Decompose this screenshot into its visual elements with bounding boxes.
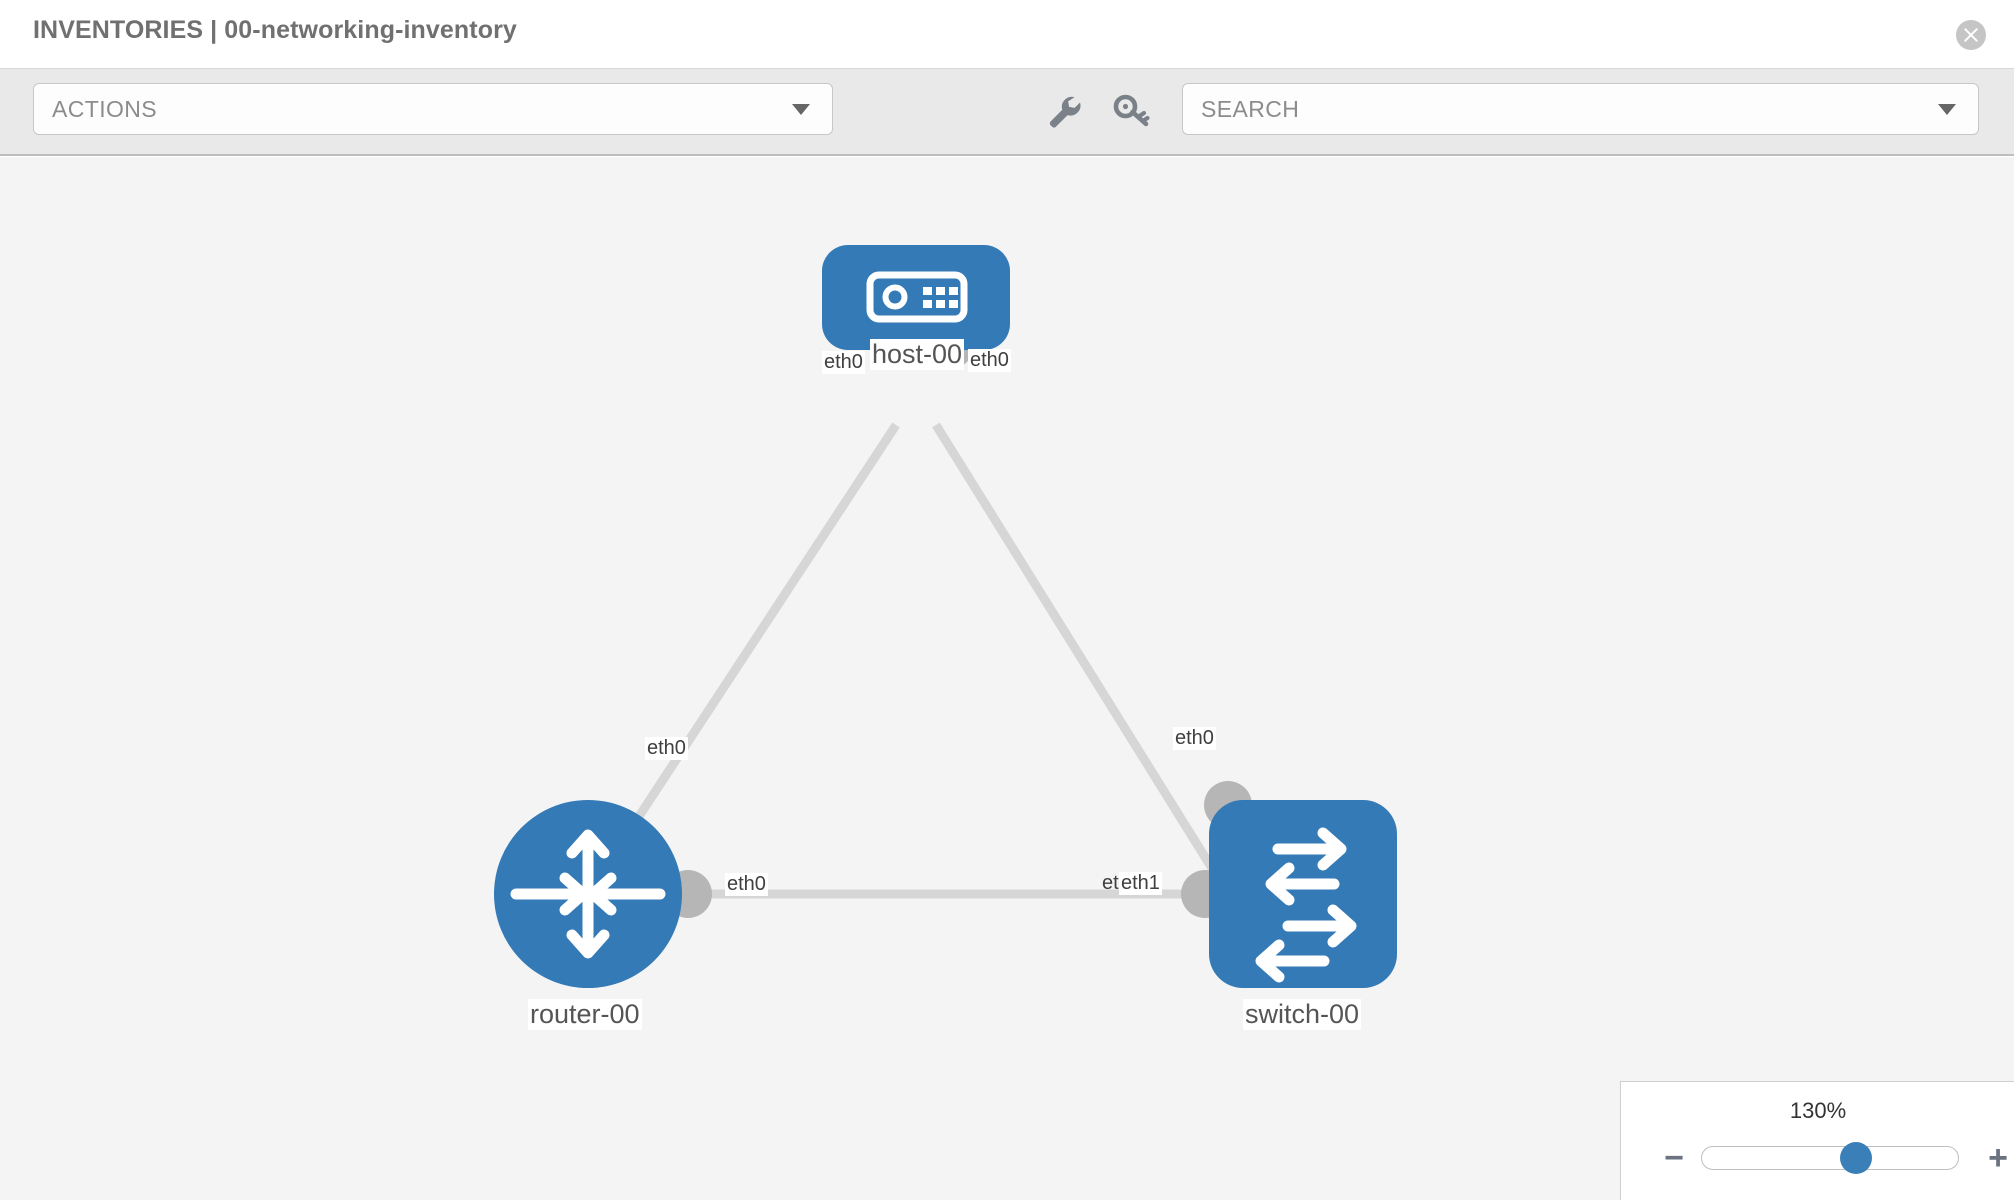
topology-toolbar: ACTIONS SEARCH [0, 68, 2014, 156]
node-label-switch-00: switch-00 [1243, 999, 1362, 1031]
iface-label: eth0 [968, 349, 1011, 372]
topology-links [584, 422, 1232, 899]
zoom-slider[interactable] [1701, 1142, 1959, 1174]
switch-arrows-icon [1255, 827, 1357, 983]
node-host-00[interactable] [822, 245, 1010, 350]
zoom-slider-row: − + [1621, 1138, 2014, 1178]
zoom-control-panel: 130% − + [1620, 1081, 2014, 1200]
search-placeholder: SEARCH [1201, 95, 1300, 122]
page-title: INVENTORIES | 00-networking-inventory [33, 16, 517, 44]
zoom-percent-label: 130% [1789, 1098, 1847, 1123]
node-router-00[interactable] [494, 800, 682, 988]
wrench-icon[interactable] [1043, 91, 1085, 131]
iface-label: eth0 [1173, 727, 1216, 750]
iface-label: eth0 [645, 737, 688, 760]
node-label-host-00: host-00 [870, 339, 965, 371]
page-header: INVENTORIES | 00-networking-inventory [0, 0, 2014, 68]
actions-dropdown-label: ACTIONS [52, 95, 158, 122]
iface-label: eth0 [725, 873, 768, 896]
chevron-down-icon [792, 103, 810, 115]
actions-dropdown[interactable]: ACTIONS [33, 83, 833, 135]
router-arrows-icon [510, 829, 666, 959]
node-switch-00[interactable] [1209, 800, 1397, 988]
iface-label: eth1 [1119, 872, 1162, 895]
topology-canvas[interactable]: eth0 eth0 eth0 eth0 eth0 eth eth1 host-0… [0, 157, 2014, 1200]
interface-endpoints [664, 321, 1252, 918]
key-icon[interactable] [1111, 91, 1153, 131]
topology-graph[interactable] [0, 157, 2014, 1200]
chevron-down-icon [1938, 103, 1956, 115]
node-label-router-00: router-00 [528, 999, 642, 1031]
zoom-out-button[interactable]: − [1664, 1139, 1684, 1177]
zoom-slider-thumb[interactable] [1839, 1142, 1872, 1174]
iface-label: eth0 [822, 351, 865, 374]
zoom-in-button[interactable]: + [1988, 1139, 2008, 1177]
search-input[interactable]: SEARCH [1182, 83, 1979, 135]
server-icon [866, 271, 968, 323]
close-icon[interactable] [1956, 20, 1986, 50]
link-host00-switch00 [932, 422, 1232, 897]
